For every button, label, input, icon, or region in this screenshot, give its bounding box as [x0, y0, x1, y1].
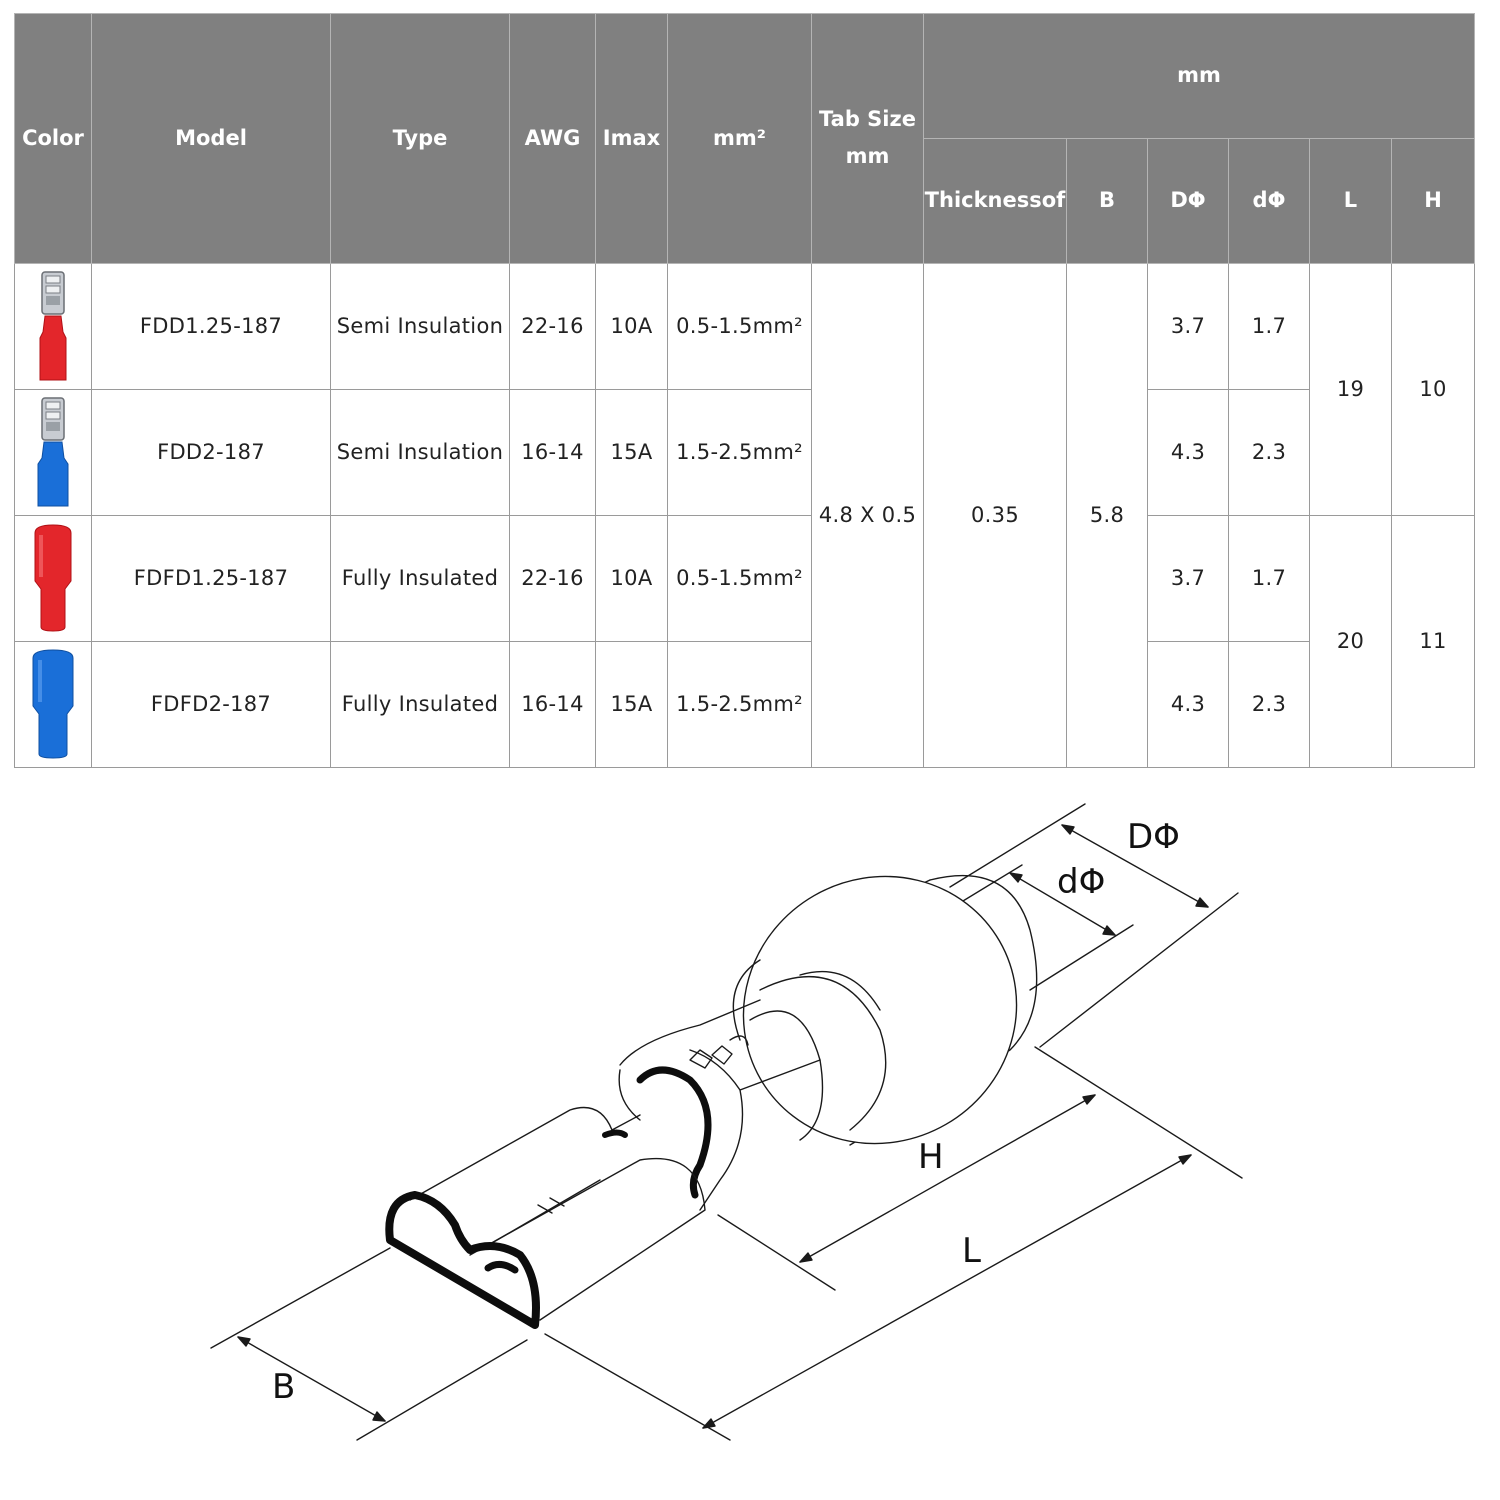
- d-inner-cell: 2.3: [1228, 640, 1310, 769]
- blue-fully-insulated-terminal-icon: [32, 649, 74, 759]
- header-model: Model: [91, 13, 331, 264]
- header-l: L: [1309, 137, 1392, 264]
- color-swatch-cell: [14, 388, 92, 516]
- header-tab-size-line1: Tab Size: [819, 107, 916, 132]
- h-cell: 11: [1390, 514, 1476, 769]
- type-cell: Fully Insulated: [330, 514, 510, 642]
- header-color: Color: [14, 13, 92, 264]
- header-mm-group: mm: [922, 13, 1476, 139]
- imax-cell: 15A: [595, 640, 668, 769]
- table-row: FDD2-187 Semi Insulation 16-14 15A 1.5-2…: [14, 388, 1475, 516]
- model-cell: FDD1.25-187: [91, 262, 331, 390]
- color-swatch-cell: [14, 640, 92, 769]
- table-row: FDFD2-187 Fully Insulated 16-14 15A 1.5-…: [14, 640, 1475, 769]
- type-cell: Semi Insulation: [330, 262, 510, 390]
- header-d-outer: DΦ: [1147, 137, 1229, 264]
- d-outer-cell: 3.7: [1147, 262, 1229, 390]
- d-inner-label: dΦ: [1057, 862, 1105, 902]
- awg-cell: 22-16: [509, 262, 596, 390]
- l-cell: 20: [1309, 514, 1392, 769]
- model-cell: FDFD1.25-187: [91, 514, 331, 642]
- mm2-cell: 1.5-2.5mm²: [667, 640, 812, 769]
- l-cell: 19: [1309, 262, 1392, 516]
- mm2-cell: 0.5-1.5mm²: [667, 262, 812, 390]
- h-cell: 10: [1390, 262, 1476, 516]
- table-row: FDFD1.25-187 Fully Insulated 22-16 10A 0…: [14, 514, 1476, 769]
- header-type: Type: [330, 13, 510, 264]
- mm2-cell: 1.5-2.5mm²: [667, 388, 812, 516]
- red-fully-insulated-terminal-icon: [34, 524, 72, 632]
- b-cell: 5.8: [1066, 262, 1148, 769]
- spec-table: Color Model Type AWG Imax mm² Tab Size m…: [14, 13, 1476, 769]
- color-swatch-cell: [14, 262, 92, 390]
- header-mm2: mm²: [667, 13, 812, 264]
- header-tab-size: Tab Size mm: [811, 13, 924, 264]
- b-label: B: [272, 1367, 295, 1407]
- header-awg: AWG: [509, 13, 596, 264]
- d-outer-cell: 4.3: [1147, 388, 1229, 516]
- d-outer-cell: 3.7: [1147, 514, 1229, 642]
- header-h: H: [1390, 137, 1476, 264]
- d-outer-cell: 4.3: [1147, 640, 1229, 769]
- h-label: H: [918, 1137, 944, 1177]
- mm2-cell: 0.5-1.5mm²: [667, 514, 812, 642]
- d-inner-cell: 2.3: [1228, 388, 1310, 516]
- type-cell: Fully Insulated: [330, 640, 510, 769]
- awg-cell: 16-14: [509, 640, 596, 769]
- header-d-inner: dΦ: [1228, 137, 1310, 264]
- tab-size-cell: 4.8 X 0.5: [811, 262, 924, 769]
- imax-cell: 10A: [595, 514, 668, 642]
- red-semi-insulated-terminal-icon: [39, 271, 67, 381]
- table-row: FDD1.25-187 Semi Insulation 22-16 10A 0.…: [14, 262, 1476, 769]
- awg-cell: 16-14: [509, 388, 596, 516]
- thickness-cell: 0.35: [923, 262, 1067, 769]
- blue-semi-insulated-terminal-icon: [37, 397, 69, 507]
- d-outer-label: DΦ: [1127, 817, 1180, 857]
- header-tab-size-line2: mm: [845, 144, 890, 169]
- model-cell: FDD2-187: [91, 388, 331, 516]
- imax-cell: 15A: [595, 388, 668, 516]
- imax-cell: 10A: [595, 262, 668, 390]
- l-label: L: [962, 1231, 981, 1271]
- d-inner-cell: 1.7: [1228, 514, 1310, 642]
- terminal-drawing: [385, 874, 1038, 1329]
- awg-cell: 22-16: [509, 514, 596, 642]
- header-thickness: Thicknessof: [923, 137, 1067, 264]
- d-inner-cell: 1.7: [1228, 262, 1310, 390]
- header-b: B: [1066, 137, 1148, 264]
- terminal-dimension-diagram: DΦ dΦ H L B: [210, 803, 1243, 1441]
- color-swatch-cell: [14, 514, 92, 642]
- model-cell: FDFD2-187: [91, 640, 331, 769]
- type-cell: Semi Insulation: [330, 388, 510, 516]
- header-imax: Imax: [595, 13, 668, 264]
